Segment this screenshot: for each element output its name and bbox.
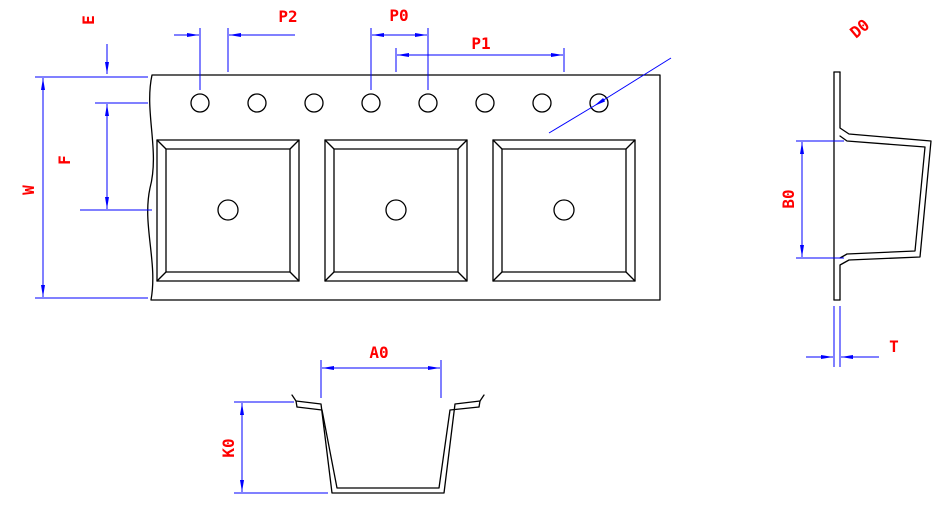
pocket-center-hole (217, 199, 239, 221)
pocket-corner-line (156, 271, 167, 282)
pocket-corner-line (457, 139, 468, 150)
side-pocket-inner-line (839, 135, 926, 259)
pocket-corner-line (324, 139, 335, 150)
pocket-2 (324, 139, 468, 282)
pocket-corner-line (324, 271, 335, 282)
pocket-corner-line (492, 271, 503, 282)
pocket-inner-rim (333, 148, 459, 273)
dimension-lines (35, 28, 879, 494)
tape-outline (147, 74, 661, 301)
dim-label-t: T (889, 337, 899, 356)
pocket-outer-rim (156, 139, 300, 282)
sprocket-hole (304, 93, 324, 113)
pocket-center-hole (385, 199, 407, 221)
pocket-outer-rim (492, 139, 636, 282)
pocket-section-left-cap (295, 400, 298, 408)
pocket-corner-line (289, 139, 300, 150)
sprocket-hole (475, 93, 495, 113)
dim-label-f: F (55, 155, 74, 165)
pocket-corner-line (625, 271, 636, 282)
pocket-corner-line (625, 139, 636, 150)
sprocket-hole (190, 93, 210, 113)
dimension-labels: E P2 P0 P1 D0 W F B0 T A0 K0 (19, 6, 899, 458)
part-outlines (147, 71, 932, 494)
pocket-3 (492, 139, 636, 282)
pocket-corner-line (289, 271, 300, 282)
pocket-corner-line (492, 139, 503, 150)
pocket-1 (156, 139, 300, 282)
dim-label-a0: A0 (369, 343, 388, 362)
pocket-corner-line (457, 271, 468, 282)
sprocket-hole (247, 93, 267, 113)
dim-label-w: W (19, 185, 38, 195)
pocket-section-view (291, 394, 485, 494)
dim-label-k0: K0 (219, 438, 238, 457)
dim-d0-leader (593, 57, 672, 107)
sprocket-hole (532, 93, 552, 113)
dim-label-p2: P2 (278, 7, 297, 26)
dim-label-p0: P0 (389, 6, 408, 25)
dim-label-p1: P1 (471, 34, 490, 53)
sprocket-hole (361, 93, 381, 113)
pocket-section-right-cap (478, 400, 481, 408)
pocket-section-inner (296, 406, 480, 489)
dim-label-d0: D0 (846, 15, 873, 42)
sprocket-hole (589, 93, 609, 113)
dim-label-b0: B0 (779, 189, 798, 208)
pocket-inner-rim (165, 148, 291, 273)
pocket-section-outer (291, 394, 485, 494)
pocket-inner-rim (501, 148, 627, 273)
side-view (833, 71, 932, 301)
pocket-corner-line (156, 139, 167, 150)
dim-d0-leader-tail (548, 105, 595, 134)
sprocket-hole (418, 93, 438, 113)
side-tape-pocket-profile (839, 71, 932, 301)
top-view (147, 74, 661, 301)
dim-label-e: E (79, 15, 98, 25)
pocket-outer-rim (324, 139, 468, 282)
pocket-center-hole (553, 199, 575, 221)
